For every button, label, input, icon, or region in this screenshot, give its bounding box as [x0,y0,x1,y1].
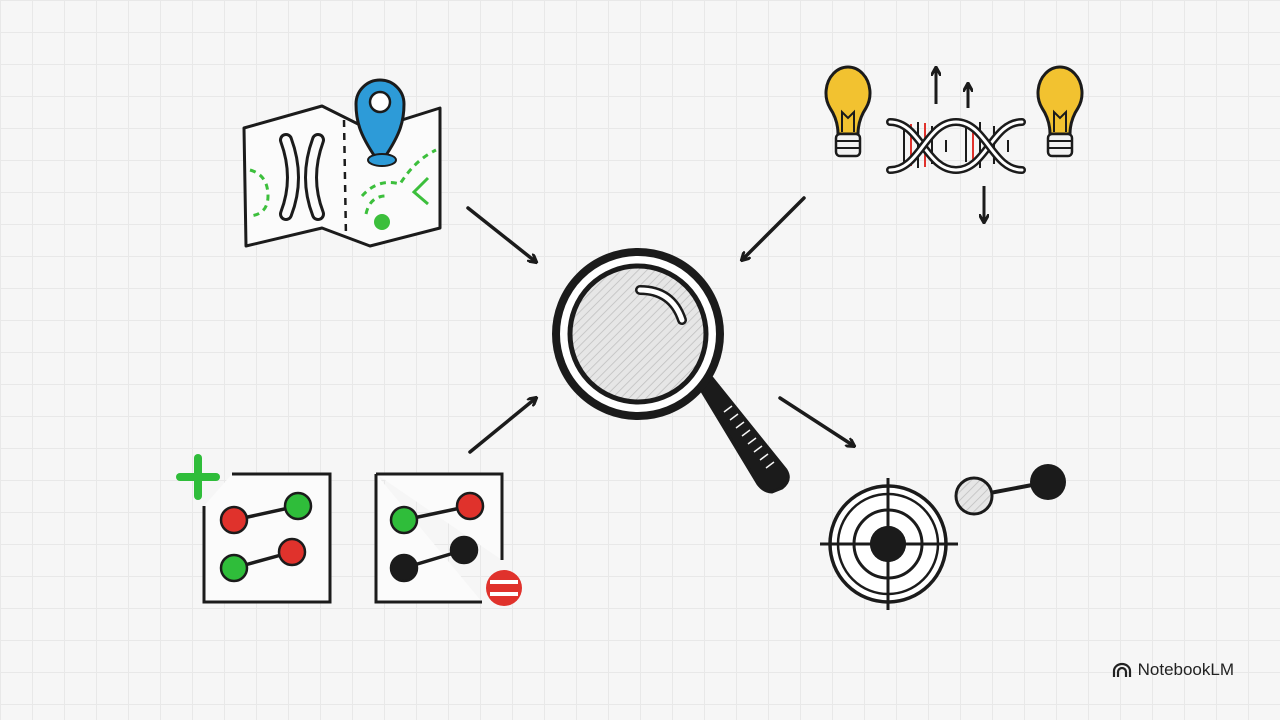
arrow-dna-to-center [742,196,806,260]
arrow-center-to-target [778,396,854,446]
lightbulb-left-icon [824,65,872,158]
treasure-map-chromosome-icon [242,78,442,248]
equals-badge-icon [486,570,522,606]
brand-name: NotebookLM [1137,660,1234,679]
magnifying-glass-icon [552,248,790,494]
dna-lightbulbs-icon [824,65,1084,222]
arrow-map-to-center [466,206,536,262]
brand-watermark: NotebookLM [1112,660,1234,680]
gene-pair-panels-icon [176,454,522,606]
dna-helix-icon [886,117,1026,175]
arrow-panels-to-center [468,398,536,454]
notebooklm-logo-icon [1112,662,1131,677]
connector-arrows [466,196,854,454]
target-crosshair-icon [820,464,1066,610]
map-pin-icon [354,78,406,167]
lightbulb-right-icon [1036,65,1084,158]
molecule-link-icon [954,464,1066,516]
plus-icon [176,454,220,500]
